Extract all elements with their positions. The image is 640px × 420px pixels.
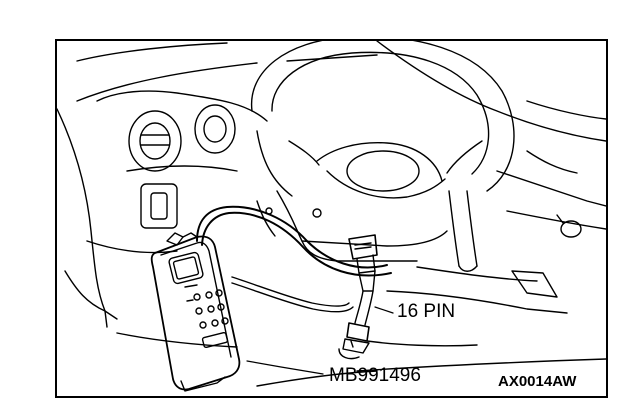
connector-leader-line: [374, 306, 394, 314]
dashboard-upper-outline: [76, 41, 606, 142]
steering-wheel: [250, 41, 515, 272]
right-dash-panel: [496, 150, 606, 238]
left-air-vents: [96, 90, 268, 172]
adapter-connector: [338, 322, 370, 360]
floor-and-pedals: [116, 266, 606, 387]
figure-code: AX0014AW: [498, 373, 577, 390]
illustration-frame: 16 PIN MB991496 AX0014AW: [55, 39, 608, 398]
left-lower-dash: [57, 108, 238, 328]
tool-leader-line: [246, 360, 324, 375]
tool-label: MB991496: [329, 365, 421, 386]
handheld-tester: [150, 232, 241, 392]
sixteen-pin-connector: [348, 234, 378, 326]
leader-lines: [246, 306, 394, 375]
switch-panel: [140, 183, 178, 229]
connector-label: 16 PIN: [397, 301, 456, 322]
dashboard-illustration: [57, 41, 606, 392]
diagnostic-cable: [196, 205, 392, 313]
